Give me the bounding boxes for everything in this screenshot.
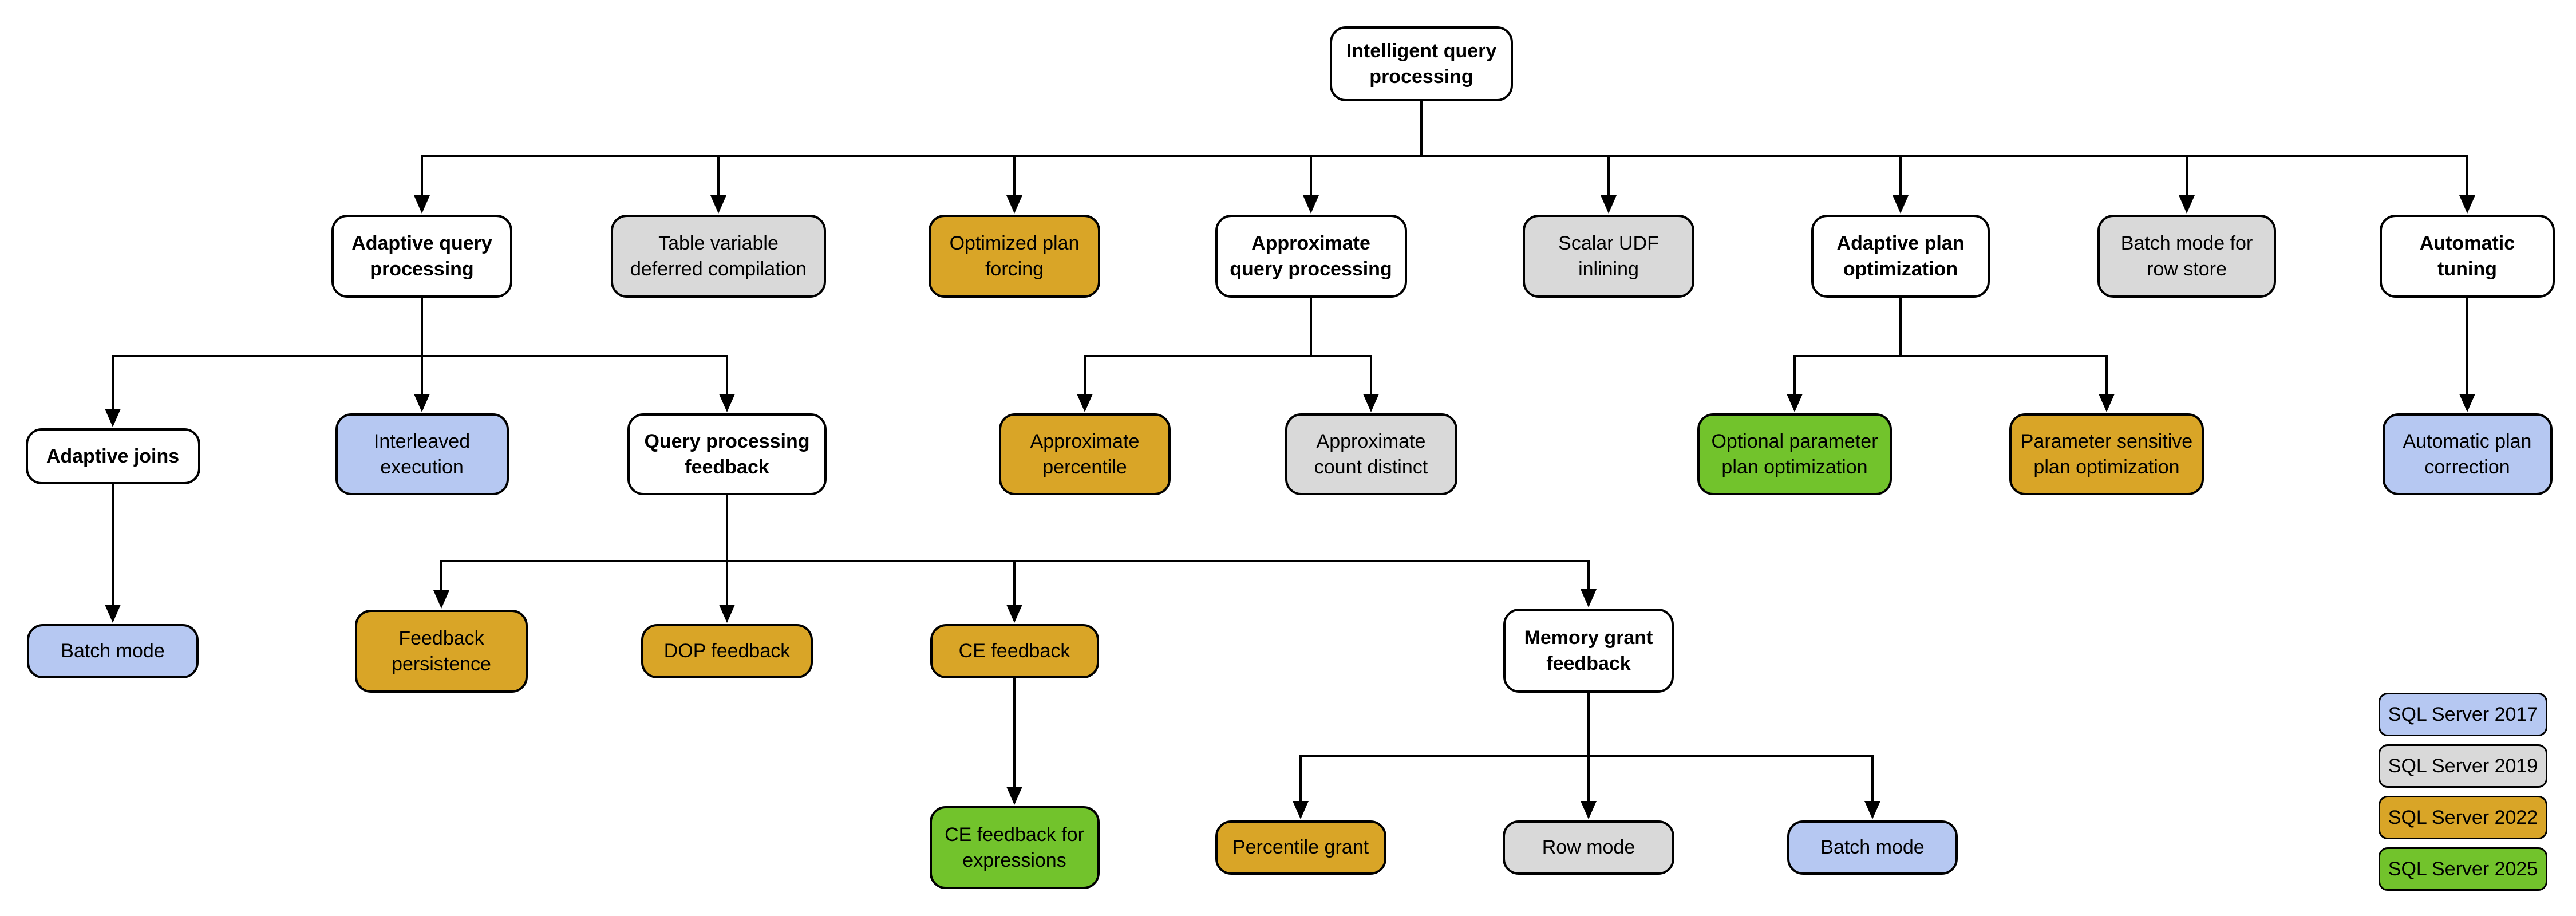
- node-query-processing-feedback: Query processing feedback: [627, 413, 827, 495]
- node-feedback-persistence: Feedback persistence: [355, 610, 528, 693]
- node-scalar-udf-inlining: Scalar UDF inlining: [1523, 215, 1694, 298]
- legend-item-sql-server-2019: SQL Server 2019: [2379, 744, 2547, 788]
- legend-item-sql-server-2022: SQL Server 2022: [2379, 796, 2547, 839]
- node-dop-feedback: DOP feedback: [641, 624, 813, 678]
- node-adaptive-joins: Adaptive joins: [25, 428, 200, 484]
- node-ce-feedback: CE feedback: [930, 624, 1099, 678]
- node-optional-parameter-plan-optimization: Optional parameter plan optimization: [1697, 413, 1892, 495]
- node-batch-mode-for-row-store: Batch mode for row store: [2097, 215, 2276, 298]
- node-approximate-percentile: Approximate percentile: [999, 413, 1171, 495]
- node-row-mode: Row mode: [1503, 820, 1674, 875]
- node-adaptive-query-processing: Adaptive query processing: [331, 215, 512, 298]
- node-batch-mode-adaptive-joins: Batch mode: [27, 624, 199, 678]
- node-automatic-plan-correction: Automatic plan correction: [2382, 413, 2553, 495]
- legend-item-sql-server-2025: SQL Server 2025: [2379, 847, 2547, 891]
- node-automatic-tuning: Automatic tuning: [2380, 215, 2555, 298]
- node-interleaved-execution: Interleaved execution: [335, 413, 509, 495]
- node-parameter-sensitive-plan-optimization: Parameter sensitive plan optimization: [2009, 413, 2204, 495]
- node-batch-mode-memory-grant: Batch mode: [1787, 820, 1958, 875]
- node-approximate-count-distinct: Approximate count distinct: [1285, 413, 1457, 495]
- node-memory-grant-feedback: Memory grant feedback: [1503, 609, 1674, 693]
- node-intelligent-query-processing: Intelligent query processing: [1330, 26, 1513, 101]
- node-optimized-plan-forcing: Optimized plan forcing: [929, 215, 1100, 298]
- node-adaptive-plan-optimization: Adaptive plan optimization: [1811, 215, 1990, 298]
- node-ce-feedback-for-expressions: CE feedback for expressions: [929, 806, 1100, 889]
- node-percentile-grant: Percentile grant: [1215, 820, 1386, 875]
- legend-item-sql-server-2017: SQL Server 2017: [2379, 693, 2547, 736]
- node-table-variable-deferred-compilation: Table variable deferred compilation: [611, 215, 826, 298]
- node-approximate-query-processing: Approximate query processing: [1215, 215, 1407, 298]
